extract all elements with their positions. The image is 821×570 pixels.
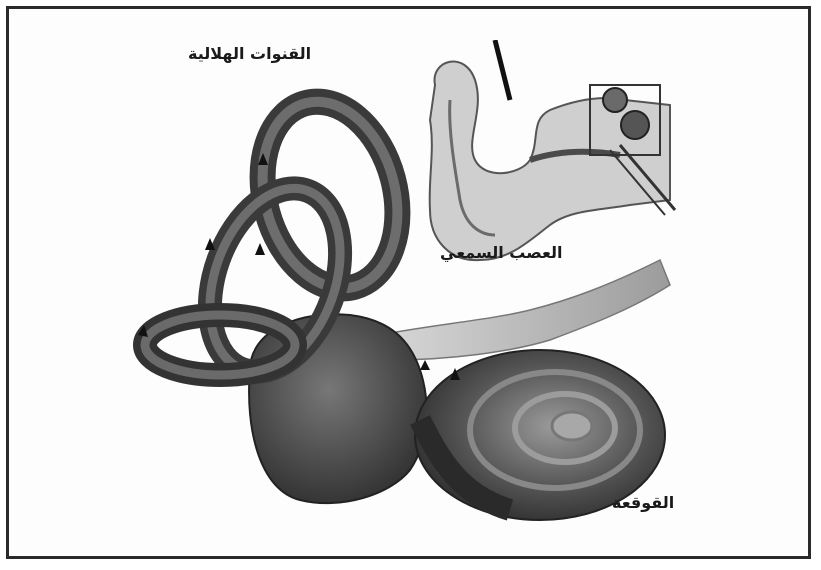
vestibule	[249, 314, 426, 503]
inner-ear-illustration	[130, 40, 685, 525]
label-cochlea: القوقعة	[612, 493, 674, 512]
auditory-nerve	[380, 260, 670, 360]
outer-ear-inset	[430, 40, 675, 260]
label-semicircular-canals: القنوات الهلالية	[188, 44, 311, 63]
label-auditory-nerve: العصب السمعي	[440, 243, 563, 262]
